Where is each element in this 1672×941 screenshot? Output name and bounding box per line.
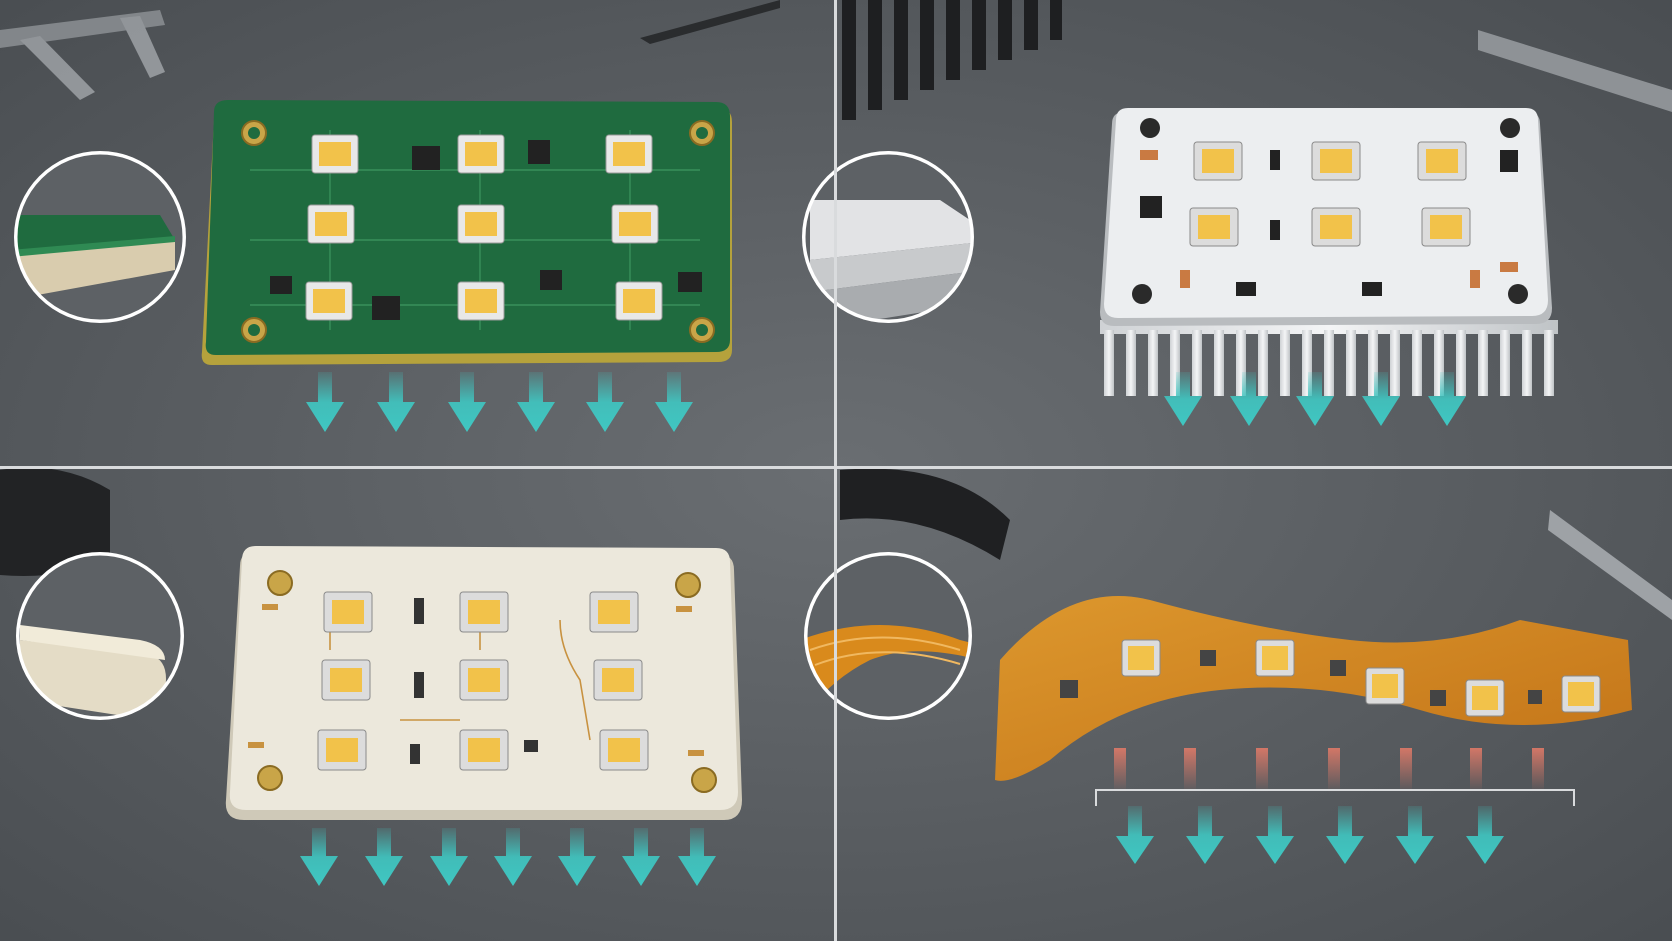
caliper-tool — [0, 10, 165, 100]
heat-bracket — [1095, 789, 1575, 806]
flex-cross-section-inset — [804, 552, 972, 720]
aluminum-board — [1100, 108, 1552, 326]
heat-arrows-ceramic — [300, 828, 716, 886]
dark-disc — [840, 468, 1010, 560]
tool-right — [1548, 510, 1672, 620]
heat-arrows-flex — [1116, 806, 1504, 864]
dark-ring — [0, 467, 110, 576]
scalpel-tool — [1478, 30, 1672, 112]
ceramic-board — [225, 546, 742, 820]
panel-aluminum — [802, 0, 1672, 426]
panel-flex — [804, 468, 1672, 864]
dark-heatsink — [842, 0, 1062, 120]
panel-fr4 — [0, 0, 780, 432]
flex-strip — [995, 596, 1632, 781]
aluminum-cross-section-inset — [802, 151, 974, 323]
panel-ceramic — [0, 467, 742, 886]
vertical-divider — [834, 0, 837, 941]
heat-arrows-fr4 — [306, 372, 693, 432]
tweezers-tool — [640, 0, 780, 44]
ceramic-cross-section-inset — [16, 552, 184, 720]
heat-arrows-aluminum — [1164, 372, 1466, 426]
fr4-board — [201, 100, 732, 365]
heat-glow-flex — [1114, 748, 1544, 792]
fr4-cross-section-inset — [14, 151, 186, 323]
